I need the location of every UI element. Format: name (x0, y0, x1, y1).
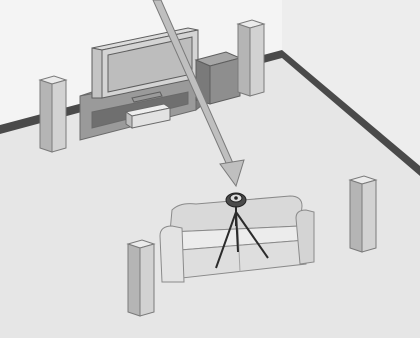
surround-left-speaker (128, 240, 154, 316)
surround-right-speaker (350, 176, 376, 252)
front-left-speaker (40, 76, 66, 152)
front-right-speaker (238, 20, 264, 96)
